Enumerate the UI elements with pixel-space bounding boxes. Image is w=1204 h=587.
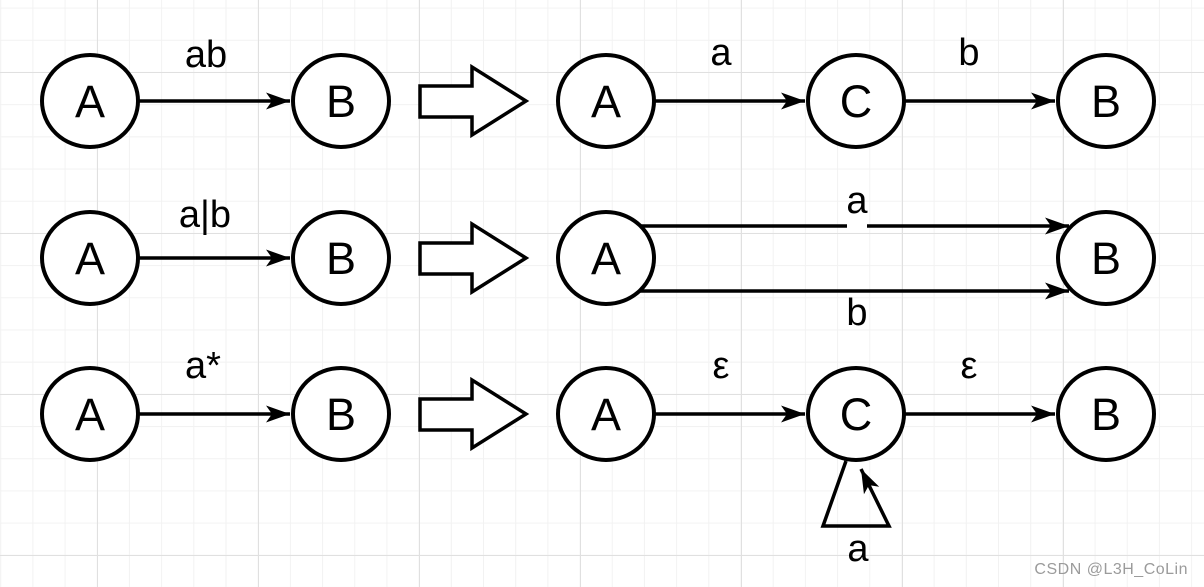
state-node-label: A	[75, 233, 105, 284]
state-node-label: B	[1091, 389, 1121, 440]
state-node-label: A	[591, 389, 621, 440]
state-node-circle	[291, 210, 391, 306]
alt-after-group: a b A B	[556, 180, 1156, 334]
rule-row-kleene-star: a* A B ε ε a A C B	[40, 345, 1156, 570]
edge-label: a	[710, 32, 732, 74]
alt-before-group: a|b A B	[40, 194, 391, 306]
state-node-label: B	[326, 233, 356, 284]
edge-label: a*	[185, 345, 221, 387]
self-loop-label: a	[847, 528, 869, 570]
state-node-label: B	[1091, 76, 1121, 127]
state-node-label: C	[840, 389, 873, 440]
state-node-label: A	[75, 76, 105, 127]
rule-row-concatenation: ab A B a b A C B	[40, 32, 1156, 149]
state-node-circle	[291, 53, 391, 149]
state-node-label: A	[75, 389, 105, 440]
state-node-label: B	[1091, 233, 1121, 284]
edge-label: a|b	[179, 194, 231, 236]
state-node-label: C	[840, 76, 873, 127]
state-node-circle	[40, 366, 140, 462]
state-node-circle	[291, 366, 391, 462]
concat-after-group: a b A C B	[556, 32, 1156, 149]
star-before-group: a* A B	[40, 345, 391, 462]
csdn-watermark: CSDN @L3H_CoLin	[1034, 561, 1188, 578]
star-after-group: ε ε a A C B	[556, 345, 1156, 570]
rule-row-alternation: a|b A B a b A B	[40, 180, 1156, 334]
concat-before-group: ab A B	[40, 34, 391, 149]
edge-label: a	[846, 180, 868, 222]
state-node-circle	[40, 210, 140, 306]
state-node-circle	[1056, 210, 1156, 306]
transform-block-arrow-icon	[418, 376, 530, 452]
state-node-circle	[556, 53, 656, 149]
state-node-circle	[1056, 366, 1156, 462]
state-node-label: A	[591, 233, 621, 284]
state-node-label: A	[591, 76, 621, 127]
state-node-circle	[556, 366, 656, 462]
transform-block-arrow-icon	[418, 63, 530, 139]
edge-label-gap	[847, 221, 867, 231]
state-node-circle	[1056, 53, 1156, 149]
edge-label: ε	[961, 345, 978, 387]
transform-block-arrow-icon	[418, 220, 530, 296]
state-node-circle	[40, 53, 140, 149]
edge-label: ε	[713, 345, 730, 387]
state-node-circle	[806, 53, 906, 149]
state-node-label: B	[326, 76, 356, 127]
edge-label: ab	[185, 34, 227, 76]
edge-label: b	[846, 292, 867, 334]
edge-label: b	[958, 32, 979, 74]
self-loop-arrow	[820, 460, 892, 528]
state-node-circle	[806, 366, 906, 462]
state-node-label: B	[326, 389, 356, 440]
state-node-circle	[556, 210, 656, 306]
